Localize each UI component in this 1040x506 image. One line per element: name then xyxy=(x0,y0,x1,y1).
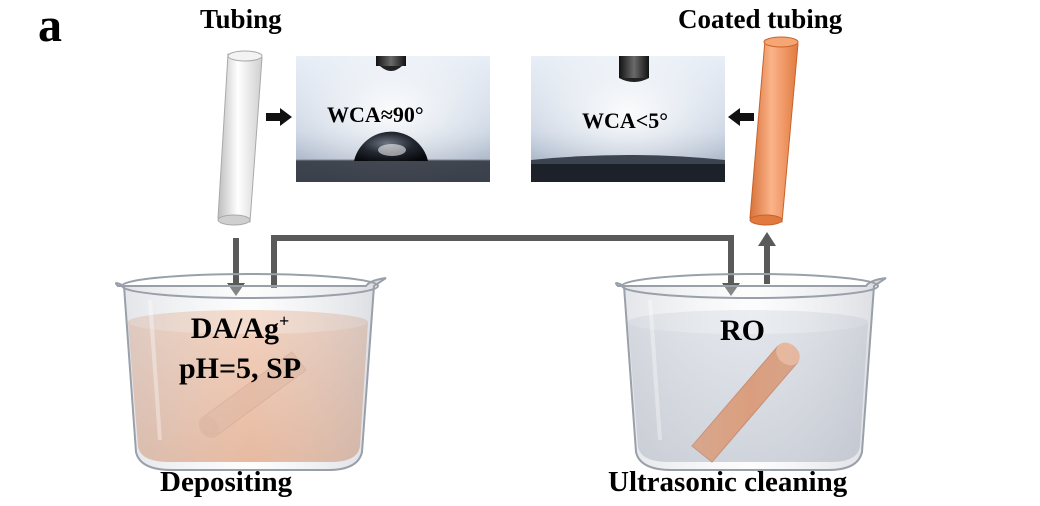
arrowhead-coated xyxy=(758,232,776,246)
wca-coated-label: WCA<5° xyxy=(582,108,669,133)
arrow-to-coated-photo xyxy=(728,108,754,126)
flow-arrows xyxy=(233,235,770,288)
coated-tubing-label: Coated tubing xyxy=(678,4,843,34)
solution-conditions-label: pH=5, SP xyxy=(178,352,302,385)
wca-uncoated-label: WCA≈90° xyxy=(327,102,424,127)
depositing-label: Depositing xyxy=(160,466,293,498)
solution-charge: + xyxy=(279,311,290,331)
panel-letter: a xyxy=(38,0,62,52)
contact-angle-photo-uncoated xyxy=(296,56,490,182)
solution-name: DA/Ag xyxy=(190,312,280,345)
arrow-to-uncoated-photo xyxy=(266,108,292,126)
rinse-liquid-label: RO xyxy=(720,314,765,347)
cleaning-beaker xyxy=(615,273,887,471)
ultrasonic-cleaning-label: Ultrasonic cleaning xyxy=(608,466,848,498)
depositing-beaker xyxy=(115,273,387,471)
tubing-label: Tubing xyxy=(200,4,282,34)
arrow-deposit-to-cleaning xyxy=(271,235,734,288)
solution-composition-label: DA/Ag+ xyxy=(160,312,320,346)
contact-angle-photo-coated xyxy=(531,56,725,182)
coated-tube xyxy=(749,36,799,226)
uncoated-tube xyxy=(217,50,263,226)
